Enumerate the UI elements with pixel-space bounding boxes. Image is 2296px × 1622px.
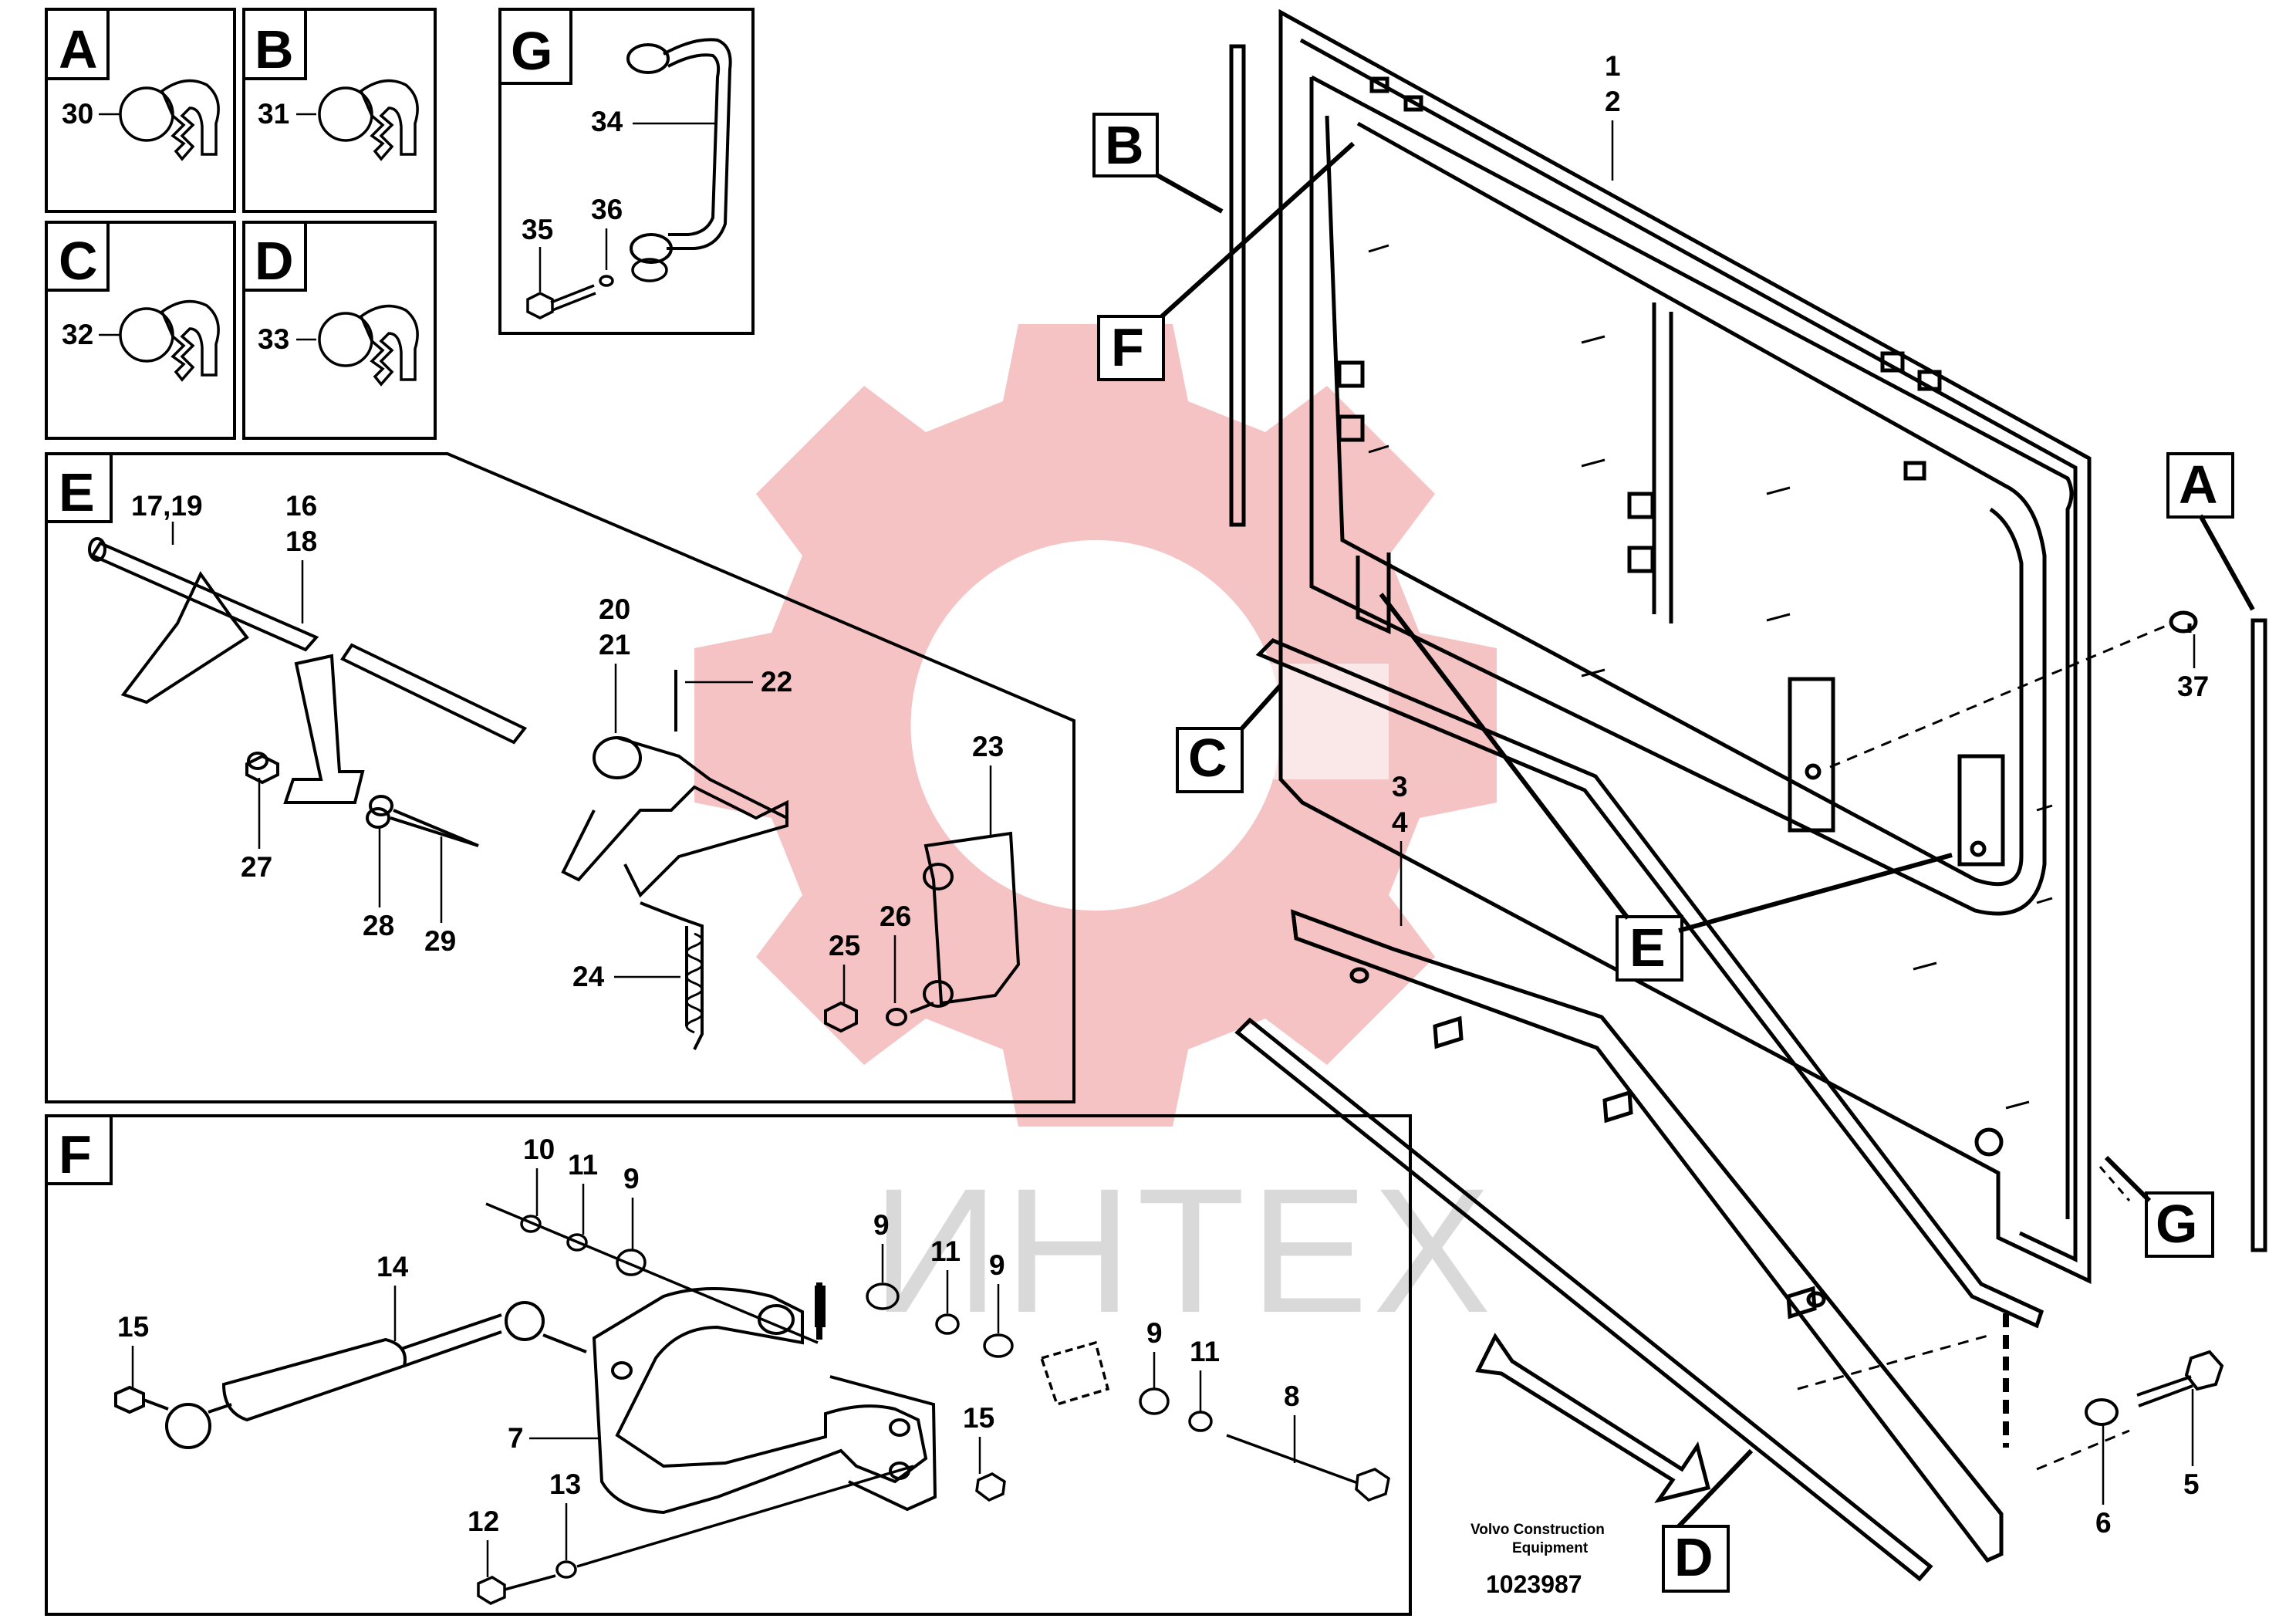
direction-arrow-icon [1475,1333,1711,1504]
callout-box-e: E [1379,593,1953,982]
detail-box-g-letter: G [511,21,552,81]
part-label-11: 11 [568,1149,598,1181]
part-label-3: 3 [1392,771,1408,803]
detail-box-e: E 17,1 [45,452,1075,1103]
part-label-34: 34 [591,106,623,137]
part-label-15: 15 [963,1402,994,1434]
part-label-32: 32 [62,319,93,350]
dashed-callout-lines [816,623,2169,1471]
part-label-35: 35 [522,214,553,245]
part-label-9: 9 [1146,1317,1163,1349]
edge-trim-clip-icon [119,299,220,382]
detail-box-c-letter: C [59,231,98,291]
watermark: ИНТЕХ [694,324,1497,1350]
part-label-27: 27 [241,851,272,883]
part-label-22: 22 [761,666,792,698]
callout-box-g: G [2104,1155,2214,1258]
part-label-1: 1 [1605,50,1621,82]
detail-box-a: A 30 [45,8,236,213]
svg-text:A: A [2179,454,2218,515]
part-label-20: 20 [599,593,630,625]
detail-box-d-letter: D [255,231,294,291]
bolt-and-washer [2085,1350,2224,1426]
document-number: 1023987 [1486,1570,1582,1598]
part-label-13: 13 [549,1468,581,1500]
seal-strips [1229,44,2267,1582]
gas-strut-assembly [114,1301,587,1449]
part-label-9: 9 [873,1209,890,1241]
edge-trim-clip-icon [119,79,220,161]
detail-box-d: D 33 [242,221,437,440]
door-hatch-marks [1368,244,2053,1110]
svg-text:D: D [1674,1527,1714,1587]
part-label-21: 21 [599,629,630,661]
detail-box-e-letter: E [59,462,95,522]
detail-box-c: C 32 [45,221,236,440]
part-label-11: 11 [1190,1336,1220,1367]
part-label-26: 26 [880,901,911,932]
part-label-2: 2 [1605,86,1621,117]
callout-box-d: D [1662,1448,1754,1593]
watermark-text: ИНТЕХ [872,1151,1496,1350]
part-label-16: 16 [285,490,317,522]
part-label-14: 14 [376,1251,409,1282]
part-label-36: 36 [591,194,623,225]
watermark-gear-logo [694,324,1497,1127]
part-label-18: 18 [285,525,317,557]
part-label-24: 24 [572,961,605,992]
part-label-15: 15 [117,1311,149,1343]
svg-text:G: G [2156,1194,2197,1254]
lower-door-panel [1291,909,2004,1563]
svg-text:F: F [1111,317,1144,377]
main-part-labels: 1 2 3 4 37 5 6 [1392,50,2209,1539]
part-label-4: 4 [1392,806,1408,838]
part-label-23: 23 [972,731,1004,762]
part-label-17-19: 17,19 [131,490,203,522]
part-label-11: 11 [930,1235,961,1267]
part-label-9: 9 [623,1163,640,1195]
part-label-7: 7 [508,1422,524,1454]
publisher-block: Volvo Construction Equipment 1023987 [1470,1522,1605,1598]
svg-text:C: C [1188,728,1227,788]
part-label-28: 28 [363,910,394,941]
part-label-6: 6 [2095,1507,2112,1539]
part-label-29: 29 [424,925,456,957]
detail-box-b-letter: B [255,19,294,79]
part-label-9: 9 [989,1249,1005,1281]
part-label-8: 8 [1284,1380,1300,1412]
edge-trim-clip-icon [318,79,419,161]
gas-strut-bracket [592,1287,937,1515]
detail-box-f: F [45,1114,1412,1616]
detail-box-g: G 34 35 36 [498,8,755,335]
callout-box-b: B [1092,113,1224,214]
bolt-icon [526,258,668,319]
part-label-10: 10 [523,1134,555,1165]
part-label-12: 12 [468,1505,499,1537]
detail-box-a-letter: A [59,19,98,79]
part-label-31: 31 [258,98,289,130]
part-label-33: 33 [258,323,289,355]
latch-shaft-assembly [88,537,1021,1050]
detail-box-f-letter: F [59,1124,92,1184]
part-label-5: 5 [2183,1468,2200,1500]
edge-trim-clip-icon [318,304,419,387]
callout-box-c: C [1176,683,1283,793]
part-label-30: 30 [62,98,93,130]
svg-text:E: E [1629,917,1666,978]
door-frame-assembly [1278,8,2198,1284]
publisher-line-1: Volvo Construction [1470,1522,1605,1538]
publisher-line-2: Equipment [1512,1540,1589,1556]
grab-handle-icon [626,38,732,264]
callout-box-f: F [1097,141,1356,381]
part-label-37: 37 [2177,671,2209,702]
svg-text:B: B [1105,115,1144,175]
spring-icon [685,932,704,1034]
callout-box-a: A [2166,452,2255,611]
detail-box-b: B 31 [242,8,437,213]
part-label-25: 25 [829,930,860,961]
